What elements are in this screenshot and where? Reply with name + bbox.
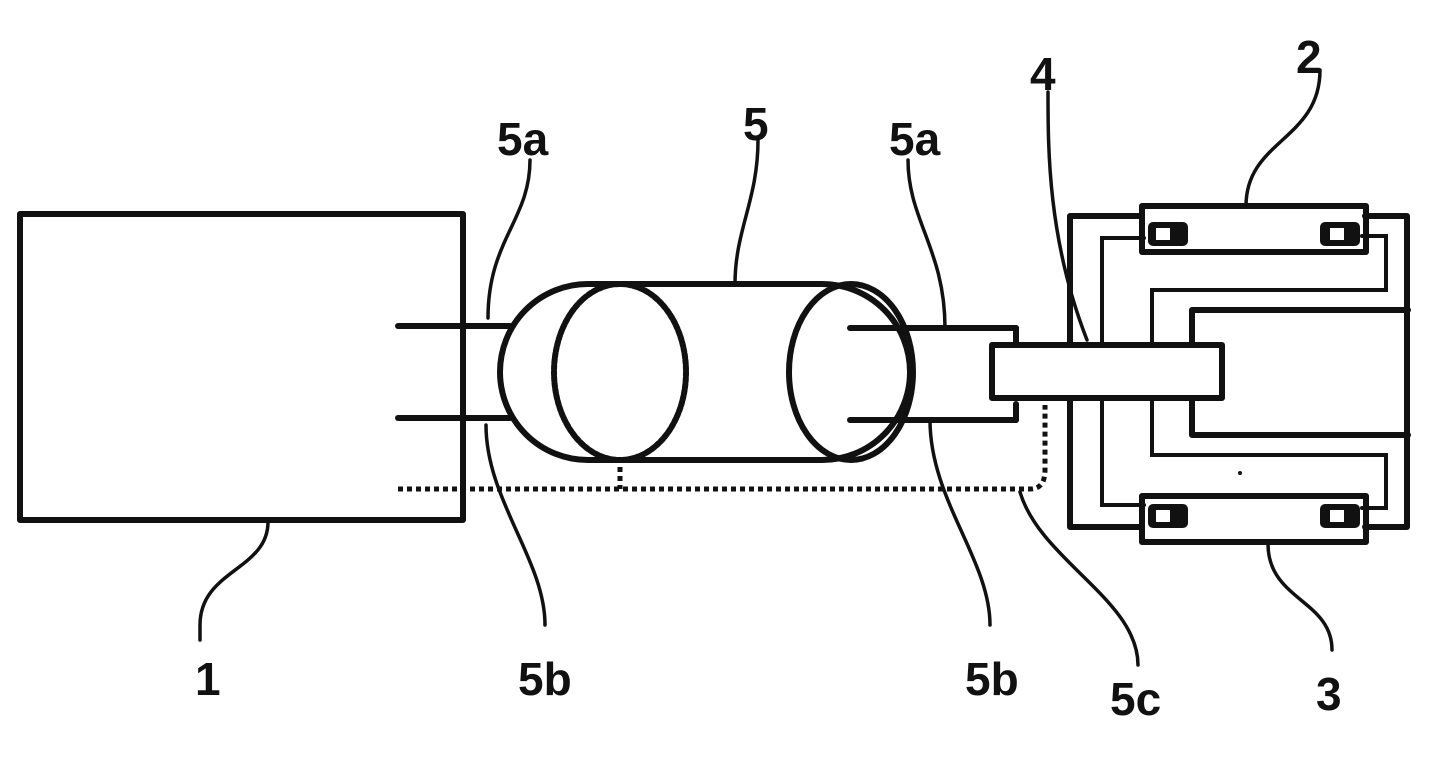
label-5: 5 (743, 98, 769, 150)
label-4: 4 (1030, 48, 1056, 100)
center-e (1189, 307, 1411, 438)
label-1: 1 (195, 653, 221, 705)
label-5a-left: 5a (497, 113, 549, 165)
left-leads (395, 323, 513, 421)
frame-right (1362, 213, 1410, 530)
label-5b-right: 5b (965, 653, 1019, 705)
label-5c: 5c (1110, 673, 1161, 725)
clamp-2 (1139, 203, 1369, 255)
clamp-3 (1139, 493, 1369, 545)
dot-mark (1238, 471, 1242, 475)
line-5c (398, 405, 1048, 492)
cylinder-5 (497, 281, 916, 463)
label-5b-left: 5b (518, 653, 572, 705)
inner-wire-right (1150, 234, 1388, 510)
connector-bar (989, 342, 1225, 401)
label-5a-right: 5a (889, 113, 941, 165)
block-1 (17, 211, 466, 523)
inner-wire-left (1100, 236, 1146, 507)
leader-lines (198, 68, 1334, 667)
label-3: 3 (1316, 668, 1342, 720)
conductor-4 (1067, 213, 1145, 530)
label-2: 2 (1296, 31, 1322, 83)
